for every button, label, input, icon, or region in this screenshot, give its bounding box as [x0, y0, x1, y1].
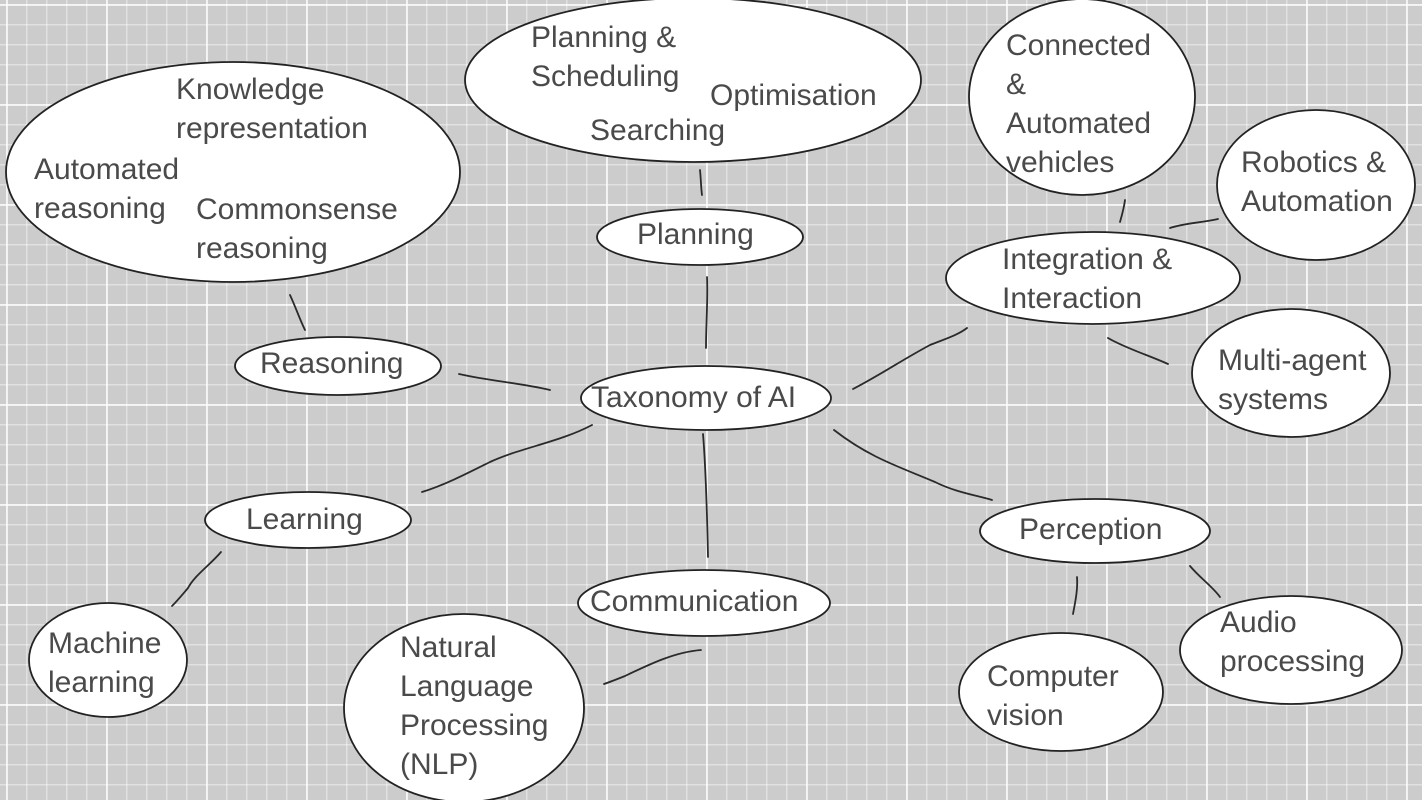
connector-center-perception [833, 429, 993, 501]
perception-node [979, 498, 1211, 564]
connector-integration-multiagent [1107, 337, 1169, 365]
connector-center-integration [852, 327, 968, 390]
integration-label: Integration & Interaction [1002, 243, 1173, 315]
connector-reasoning-topics [289, 294, 306, 331]
robotics-automation-label: Robotics & Automation [1241, 146, 1393, 218]
audio-processing-label: Audio processing [1220, 606, 1366, 678]
reasoning-node [234, 336, 442, 396]
communication-label: Communication [590, 585, 799, 618]
automated-reasoning-label: Automated reasoning [34, 153, 180, 225]
planning-scheduling-label: Planning & Scheduling [531, 21, 680, 93]
knowledge-representation-label: Knowledge representation [176, 73, 368, 145]
audio-processing-node [1179, 595, 1403, 705]
planning-node [596, 208, 804, 266]
robotics-node [1216, 109, 1416, 261]
connector-center-communication [702, 433, 709, 558]
multi-agent-node [1191, 308, 1391, 438]
reasoning-label: Reasoning [260, 347, 404, 380]
perception-label: Perception [1019, 513, 1163, 546]
connector-integration-vehicles [1119, 199, 1126, 223]
integration-node [945, 231, 1241, 325]
connector-center-learning [421, 424, 593, 493]
connected-vehicles-label: Connected & Automated vehicles [1006, 29, 1152, 179]
computer-vision-label: Computer vision [987, 660, 1119, 732]
communication-node [577, 569, 831, 637]
connector-perception-vision [1072, 576, 1079, 615]
connector-center-planning [705, 276, 709, 349]
nodes [5, 0, 1416, 800]
learning-label: Learning [246, 503, 363, 536]
connector-center-reasoning [458, 373, 551, 391]
connector-communication-nlp [603, 649, 702, 685]
connector-learning-ml [171, 551, 222, 607]
optimisation-label: Optimisation [710, 79, 877, 112]
planning-label: Planning [637, 218, 754, 251]
reasoning-topics-node [5, 61, 461, 283]
planning-topics-node [464, 0, 922, 163]
machine-learning-label: Machine learning [48, 627, 162, 699]
nlp-node [343, 613, 585, 800]
computer-vision-node [958, 632, 1164, 752]
connectors [171, 169, 1221, 685]
connected-vehicles-node [968, 0, 1196, 196]
connector-planning-topics [699, 169, 703, 196]
connector-integration-robotics [1169, 218, 1219, 229]
nlp-label: Natural Language Processing (NLP) [400, 631, 549, 781]
center-label: Taxonomy of AI [591, 381, 797, 414]
searching-label: Searching [590, 114, 726, 147]
connector-perception-audio [1189, 565, 1221, 598]
learning-node [204, 491, 412, 549]
machine-learning-node [28, 602, 188, 718]
multi-agent-systems-label: Multi-agent systems [1218, 344, 1367, 416]
commonsense-reasoning-label: Commonsense reasoning [196, 193, 398, 265]
center-node [580, 365, 832, 431]
